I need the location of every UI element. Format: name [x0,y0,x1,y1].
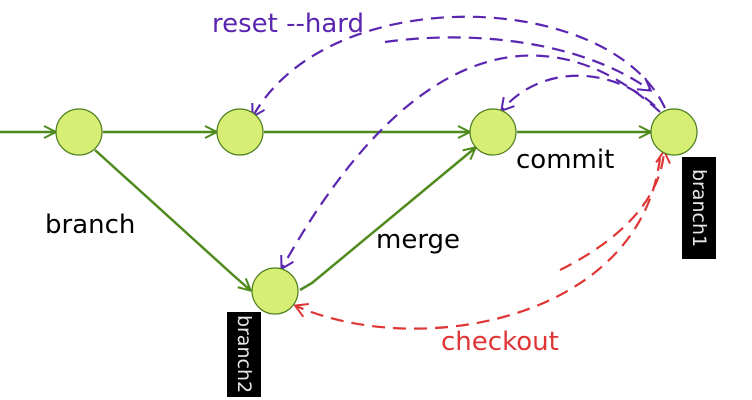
branch2-tag-label: branch2 [233,315,255,393]
branch-tag-branch2: branch2 [227,312,261,397]
checkout-arrow-to-b1 [293,157,662,330]
commit-edges [0,132,650,290]
checkout-arrow-to-c4 [559,149,671,271]
commit-node-c3[interactable] [469,108,517,156]
branch1-tag-label: branch1 [688,169,710,247]
commit-node-c4[interactable] [650,108,698,156]
edge-c1-b1 [94,149,250,290]
reset-arrow-arc-to-c4 [384,36,653,92]
label-checkout: checkout [441,327,559,357]
branch2-tag-bg [227,312,261,397]
reset-arrow-to-c3 [500,74,656,113]
checkout-arrows [293,149,671,330]
label-merge: merge [376,225,460,255]
reset-arrow-to-c2 [251,15,666,119]
label-commit: commit [516,145,614,175]
branch-tag-branch1: branch1 [682,157,716,259]
reset-arrows [251,15,666,271]
commit-node-b1[interactable] [251,267,299,315]
commit-node-c2[interactable] [216,108,264,156]
label-reset-hard: reset --hard [212,9,364,39]
branch1-tag-bg [682,157,716,259]
label-branch: branch [45,210,135,240]
commit-nodes [55,108,698,315]
edge-b1-c3 [299,148,475,292]
commit-node-c1[interactable] [55,108,103,156]
reset-arrow-to-b1 [280,54,661,271]
